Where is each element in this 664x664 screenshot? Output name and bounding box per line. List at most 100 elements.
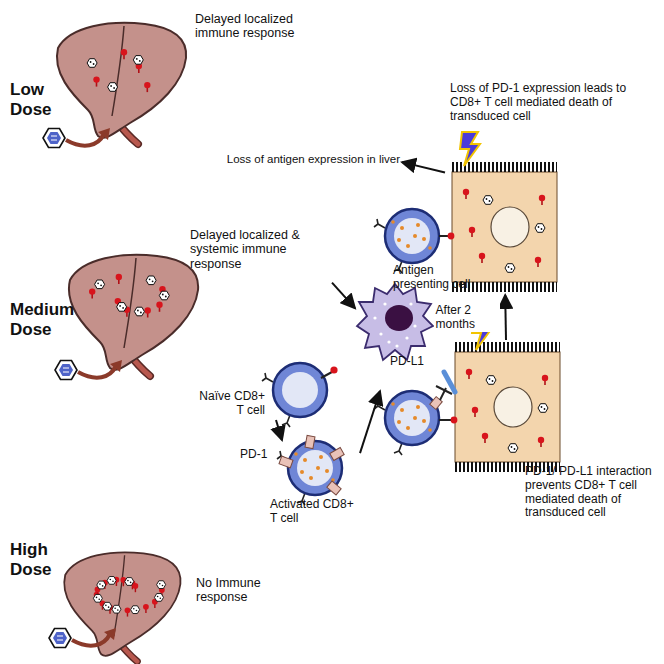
activated-t-cell	[279, 456, 293, 468]
dose-label: Low Dose	[10, 80, 70, 119]
lightning-bolt	[460, 132, 480, 166]
aav-vector	[49, 629, 71, 648]
liver-drawing	[93, 594, 102, 602]
liver-drawing	[69, 255, 198, 376]
activated-t-cell	[294, 452, 335, 482]
node-text: Naïve CD8+ T cell	[197, 390, 265, 418]
activated-t-cell	[327, 481, 341, 495]
flow-arrow	[332, 283, 355, 309]
liver-drawing	[69, 255, 198, 376]
vector-arrow	[78, 366, 116, 378]
liver-drawing	[159, 291, 169, 300]
antigen-presenting-cell	[385, 305, 413, 331]
vector-arrowhead	[98, 128, 110, 140]
dose-label: Medium Dose	[10, 300, 85, 339]
vector-arrow	[72, 634, 110, 646]
liver-drawing	[117, 303, 127, 312]
node-text: No Immune response	[196, 576, 311, 605]
liver-drawing	[64, 552, 180, 661]
liver-drawing	[144, 82, 150, 92]
antigen-presenting-cell	[413, 324, 416, 327]
liver-drawing	[89, 288, 95, 298]
cell-node: Naïve CD8+ T cell	[195, 368, 330, 420]
liver-drawing	[64, 552, 180, 661]
liver-drawing	[57, 23, 186, 144]
antigen-presenting-cell	[405, 336, 408, 339]
dose-group: Medium Dose Delayed localized & systemic …	[8, 225, 332, 385]
liver-drawing	[125, 607, 131, 616]
activated-t-cell	[330, 448, 344, 461]
vector-arrowhead	[98, 128, 122, 640]
outcome-note: Loss of antigen expression in liver	[195, 150, 402, 172]
antigen-presenting-cell	[357, 284, 433, 360]
node-text: Loss of antigen expression in liver	[195, 153, 400, 166]
liver-drawing	[125, 578, 134, 586]
bound-t-cell	[439, 419, 452, 421]
antigen-presenting-cell	[409, 302, 412, 305]
vector-arrowhead	[104, 628, 116, 640]
activated-t-cell	[277, 441, 342, 505]
node-text: Delayed localized immune response	[195, 12, 330, 41]
vector-arrowhead	[110, 360, 122, 372]
liver-drawing	[157, 581, 166, 589]
hepatocyte	[452, 162, 557, 292]
bound-t-cell	[374, 391, 439, 455]
liver-drawing	[134, 307, 144, 316]
cell-node: PD-1Activated CD8+ T cell	[240, 440, 360, 528]
liver-drawing	[133, 56, 143, 65]
aav-vector	[55, 361, 77, 380]
liver-drawing	[131, 606, 140, 614]
activated-t-cell	[279, 435, 344, 495]
liver-drawing	[87, 59, 97, 68]
hepatocyte-node: PD-L1PD-1/ PD-L1 interaction prevents CD…	[380, 340, 660, 545]
activated-t-cell	[277, 435, 344, 505]
liver-drawing	[103, 602, 112, 610]
flow-arrow	[402, 162, 445, 172]
naive-t-cell	[330, 366, 337, 373]
liver-drawing	[116, 274, 122, 284]
attacking-t-cell	[391, 220, 432, 250]
antigen-presenting-cell	[387, 340, 390, 343]
pd-l1-symbol	[436, 372, 455, 400]
flow-arrow	[276, 420, 282, 440]
liver-drawing	[112, 605, 121, 613]
liver-drawing	[57, 23, 186, 144]
dose-label: High Dose	[10, 540, 70, 579]
node-text: Delayed localized & systemic immune resp…	[190, 228, 330, 271]
node-text: PD-L1	[390, 355, 440, 369]
naive-t-cell	[321, 372, 332, 378]
vector-arrow	[66, 134, 116, 646]
antigen-presenting-cell	[383, 302, 386, 305]
naive-t-cell	[262, 363, 327, 427]
dose-group: Low Dose Delayed localized immune respons…	[8, 8, 332, 148]
liver-drawing	[107, 577, 116, 585]
antigen-presenting-cell	[373, 316, 376, 319]
antigen-presenting-cell	[395, 344, 398, 347]
bound-t-cell	[374, 391, 457, 455]
attacking-t-cell	[448, 233, 455, 240]
liver-drawing	[146, 276, 156, 285]
bound-t-cell	[391, 402, 432, 432]
antigen-presenting-cell	[379, 332, 382, 335]
node-text: PD-1/ PD-L1 interaction prevents CD8+ T …	[525, 465, 657, 520]
flow-arrow	[360, 391, 380, 453]
liver-drawing	[145, 307, 151, 317]
edge-label: After 2 months	[434, 303, 500, 333]
hepatocyte-node: Loss of PD-1 expression leads to CD8+ T …	[445, 80, 660, 295]
activated-t-cell	[305, 435, 315, 448]
hepatocyte	[455, 342, 560, 472]
attacking-t-cell	[439, 235, 449, 237]
lightning-bolt	[460, 132, 480, 166]
antigen-presenting-cell	[357, 284, 433, 360]
node-text: PD-1	[240, 448, 280, 462]
liver-drawing	[154, 594, 163, 602]
liver-drawing	[133, 583, 139, 592]
naive-t-cell	[262, 363, 338, 427]
liver-drawing	[95, 280, 105, 289]
liver-drawing	[121, 49, 127, 59]
bound-t-cell	[451, 417, 458, 424]
flow-arrow	[504, 295, 507, 340]
node-text: Loss of PD-1 expression leads to CD8+ T …	[450, 82, 655, 123]
node-text: Activated CD8+ T cell	[270, 498, 358, 526]
aav-vector	[43, 129, 65, 148]
